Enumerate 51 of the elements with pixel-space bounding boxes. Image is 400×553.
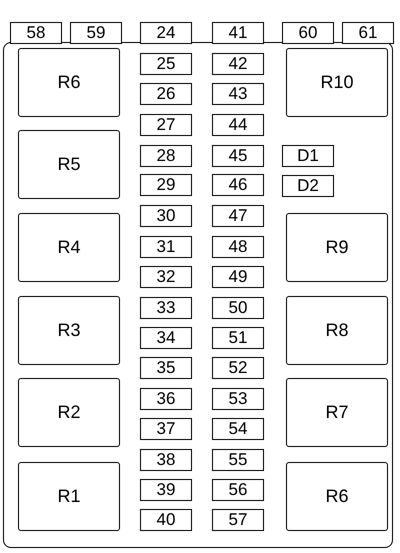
fuse-slot: 52 [212, 357, 264, 379]
fuse-slot: D2 [282, 175, 334, 197]
fuse-slot: 42 [212, 53, 264, 75]
relay-slot: R6 [286, 462, 388, 531]
fuse-slot: 43 [212, 83, 264, 105]
fuse-slot: 50 [212, 297, 264, 319]
fuse-slot: 34 [140, 327, 192, 349]
relay-slot: R1 [18, 462, 120, 531]
fuse-slot: 39 [140, 479, 192, 501]
fuse-slot: 29 [140, 174, 192, 196]
fuse-slot: 58 [10, 22, 62, 44]
fuse-slot: 49 [212, 266, 264, 288]
relay-slot: R7 [286, 378, 388, 447]
fuse-slot: 44 [212, 114, 264, 136]
fuse-slot: 55 [212, 449, 264, 471]
fuse-slot: 27 [140, 114, 192, 136]
fuse-slot: 40 [140, 509, 192, 531]
fuse-slot: 37 [140, 418, 192, 440]
fuse-slot: 35 [140, 357, 192, 379]
relay-slot: R4 [18, 213, 120, 282]
fuse-slot: 36 [140, 388, 192, 410]
fuse-slot: 59 [70, 22, 122, 44]
fuse-slot: 53 [212, 388, 264, 410]
fuse-slot: 60 [282, 22, 334, 44]
fuse-slot: 31 [140, 236, 192, 258]
fuse-slot: 61 [342, 22, 394, 44]
fuse-slot: 25 [140, 53, 192, 75]
relay-slot: R5 [18, 130, 120, 199]
fuse-slot: 54 [212, 418, 264, 440]
fuse-slot: 56 [212, 479, 264, 501]
fuse-slot: 26 [140, 83, 192, 105]
relay-slot: R10 [286, 48, 388, 117]
fuse-slot: 38 [140, 449, 192, 471]
fuse-slot: 41 [212, 22, 264, 44]
fuse-slot: 57 [212, 509, 264, 531]
relay-slot: R2 [18, 378, 120, 447]
fuse-slot: 48 [212, 236, 264, 258]
fuse-slot: D1 [282, 145, 334, 167]
fuse-slot: 33 [140, 297, 192, 319]
fuse-slot: 51 [212, 327, 264, 349]
fuse-slot: 46 [212, 174, 264, 196]
fuse-slot: 24 [140, 22, 192, 44]
fuse-slot: 47 [212, 205, 264, 227]
fuse-slot: 32 [140, 266, 192, 288]
relay-slot: R9 [286, 213, 388, 282]
fuse-slot: 28 [140, 145, 192, 167]
relay-slot: R3 [18, 296, 120, 365]
relay-slot: R8 [286, 296, 388, 365]
fuse-slot: 30 [140, 205, 192, 227]
fuse-slot: 45 [212, 145, 264, 167]
relay-slot: R6 [18, 48, 120, 117]
